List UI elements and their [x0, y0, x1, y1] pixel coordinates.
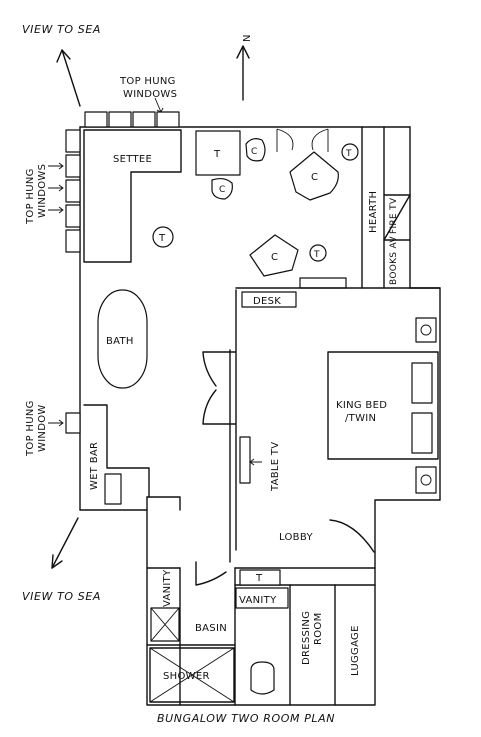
king-bed-label-2: /TWIN: [345, 413, 376, 424]
north-label: N: [242, 34, 253, 42]
table-tv-stand: [239, 436, 251, 484]
vanity-right-counter: [235, 587, 289, 609]
tv-arrow: [249, 458, 262, 466]
bath-partition: [229, 289, 237, 563]
bed-pillows: [411, 362, 433, 454]
living-doors: [276, 128, 329, 152]
fire-tv-label: FIRE TV: [389, 197, 399, 234]
dressing-room-label-2: ROOM: [313, 612, 324, 645]
wet-bar-counter: [83, 404, 150, 505]
desk-label: DESK: [253, 296, 281, 307]
toilet-tank: [239, 569, 281, 586]
top-hung-windows-label-2: WINDOWS: [123, 89, 177, 100]
window-arrows: [48, 97, 164, 427]
bath-doors: [202, 351, 236, 425]
north-arrow: [236, 45, 250, 101]
living-furniture: [152, 130, 359, 289]
lobby-label: LOBBY: [279, 532, 313, 543]
top-hung-window-label-1: TOP HUNG: [25, 400, 36, 457]
bathtub: [97, 289, 148, 389]
books-av-label: BOOKS AV: [389, 236, 399, 285]
king-bed-label-1: KING BED: [336, 400, 387, 411]
top-hung-windows-label-1: TOP HUNG: [119, 76, 176, 87]
lobby-door: [329, 519, 375, 553]
chair-mark: C: [251, 147, 258, 157]
view-to-sea-arrows: [51, 49, 81, 569]
table-mark: T: [345, 149, 352, 159]
table-mark: T: [313, 250, 320, 260]
settee: [83, 129, 182, 263]
toilet: [250, 661, 275, 695]
table-mark: T: [158, 233, 166, 244]
hearth-label: HEARTH: [368, 191, 379, 233]
plan-title: BUNGALOW TWO ROOM PLAN: [157, 712, 335, 725]
bedroom-walls: [235, 287, 441, 308]
left-windows: [65, 129, 81, 434]
chair-mark: C: [311, 172, 318, 183]
bed: [327, 351, 439, 460]
outer-walls: [79, 126, 441, 706]
vanity-sink: [150, 607, 180, 642]
bathroom-door: [195, 561, 227, 586]
table-tv-label: TABLE TV: [270, 442, 281, 492]
basin-label: BASIN: [195, 623, 227, 634]
vanity-right-label: VANITY: [239, 595, 277, 606]
top-hung-windows-left-2: WINDOWS: [37, 164, 48, 218]
lower-rooms: [146, 567, 376, 706]
top-hung-windows-left-1: TOP HUNG: [25, 168, 36, 225]
settee-label: SETTEE: [113, 154, 152, 165]
table-mark: T: [213, 149, 221, 160]
view-to-sea-label-top: VIEW TO SEA: [22, 23, 101, 36]
top-windows: [84, 111, 180, 128]
dressing-room-label-1: DRESSING: [301, 611, 312, 665]
bath-label: BATH: [106, 336, 134, 347]
chair-mark: C: [219, 185, 226, 195]
view-to-sea-label-bottom: VIEW TO SEA: [22, 590, 101, 603]
shower-label: SHOWER: [163, 671, 210, 682]
top-hung-window-label-2: WINDOW: [37, 404, 48, 452]
shower-tray: [149, 647, 235, 703]
vanity-left-label: VANITY: [162, 569, 173, 607]
chair-mark: C: [271, 252, 278, 263]
hearth-wall: [361, 126, 411, 289]
table-mark: T: [255, 573, 263, 584]
bedside-tables: [415, 317, 437, 494]
wet-bar-label: WET BAR: [89, 442, 100, 490]
luggage-label: LUGGAGE: [350, 625, 361, 676]
